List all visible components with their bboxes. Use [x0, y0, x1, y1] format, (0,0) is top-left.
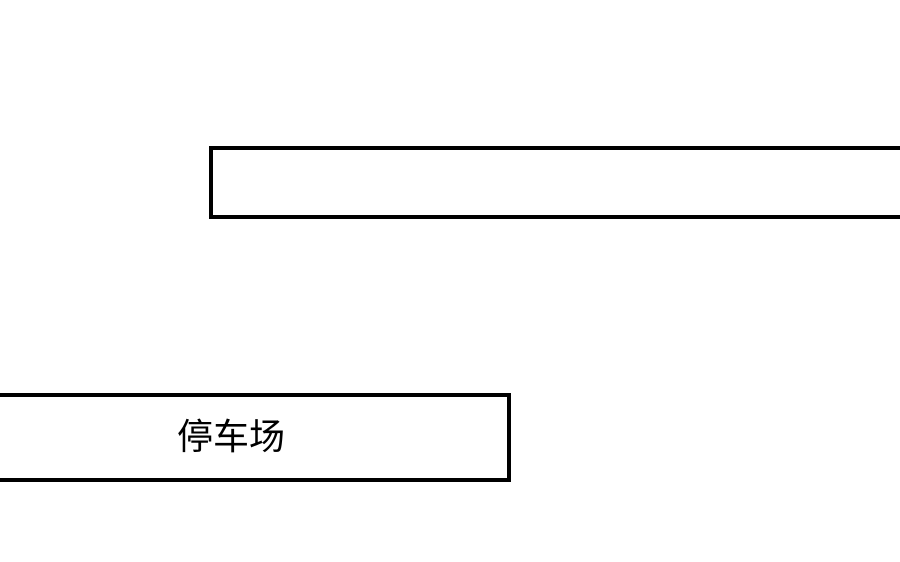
- empty-box-top: [209, 146, 900, 219]
- parking-lot-label: 停车场: [176, 416, 285, 458]
- parking-lot-box: 停车场: [0, 393, 511, 482]
